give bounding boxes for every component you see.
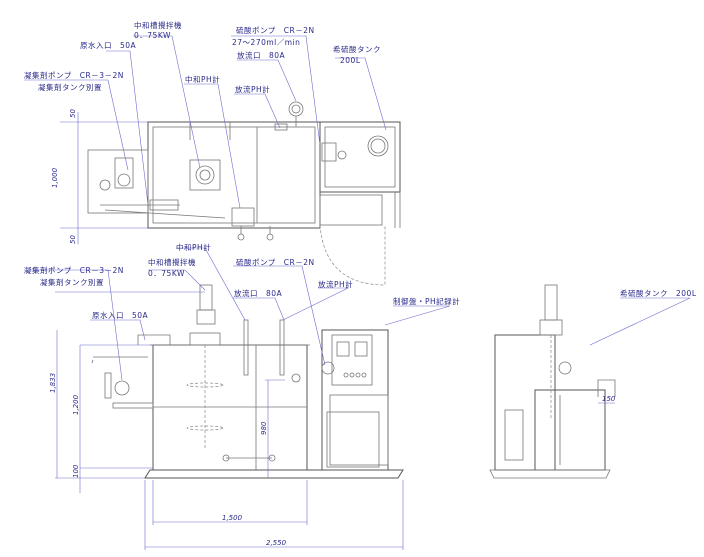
- plan-ph-meter: [231, 207, 255, 227]
- dim-plan-mid: 1,000: [51, 167, 59, 188]
- label-front-neutral-ph: 中和PH計: [176, 242, 211, 252]
- label-plan-acid-tank: 希硫酸タンク: [333, 44, 381, 54]
- label-plan-coag-tank: 凝集剤タンク別置: [38, 82, 102, 92]
- dim-base: 100: [72, 464, 80, 478]
- door-swing-arc: [319, 224, 386, 286]
- dim-plan-bottom: 50: [69, 235, 77, 244]
- plan-acid-tank: [319, 121, 401, 193]
- dim-total-width: 2,550: [266, 539, 287, 547]
- dim-total-height: 1,833: [49, 373, 57, 393]
- dim-tank-width: 1,500: [222, 514, 243, 522]
- label-front-control-panel: 制御盤・PH記録計: [393, 296, 460, 306]
- label-plan-acid-tank-cap: 200L: [340, 56, 361, 65]
- label-front-coag-pump: 凝集剤ポンプ CR－3－2N: [24, 265, 124, 275]
- label-front-coag-tank: 凝集剤タンク別置: [40, 277, 104, 287]
- label-side-acid-tank: 希硫酸タンク 200L: [620, 288, 697, 298]
- plan-mixer: [189, 159, 221, 191]
- front-base: [144, 469, 404, 479]
- dim-side-pipe: 150: [602, 395, 616, 403]
- dim-outlet-height: 980: [260, 421, 268, 435]
- label-front-discharge: 放流口 80A: [234, 288, 283, 298]
- label-plan-coag-pump: 凝集剤ポンプ CR－3－2N: [24, 70, 124, 80]
- front-mixer-motor: [199, 284, 213, 311]
- label-front-mixer-power: 0．75KW: [148, 269, 185, 278]
- front-view: 1,833 1,200 100 980 1,500 2,550 中和PH計 中和…: [24, 242, 460, 550]
- plan-discharge-outlet: [288, 101, 304, 117]
- label-front-mixer: 中和槽攪拌機: [148, 257, 196, 267]
- plan-coag-pump-area: [87, 149, 149, 214]
- label-plan-mixer-power: 0．75KW: [134, 31, 171, 40]
- label-plan-acid-pump: 硫酸ポンプ CR－2N: [236, 25, 315, 35]
- side-tank: [494, 334, 556, 471]
- label-plan-discharge-ph: 放流PH計: [235, 84, 270, 94]
- label-front-discharge-ph: 放流PH計: [318, 279, 353, 289]
- label-front-acid-pump: 硫酸ポンプ CR－2N: [236, 257, 315, 267]
- label-plan-discharge: 放流口 80A: [237, 50, 286, 60]
- dim-tank-height: 1,200: [72, 394, 80, 415]
- label-plan-neutral-ph: 中和PH計: [185, 74, 220, 84]
- label-front-raw-inlet: 原水入口 50A: [92, 310, 149, 320]
- label-plan-mixer: 中和槽攪拌機: [134, 20, 182, 30]
- side-acid-tank: [534, 389, 606, 471]
- plan-view: 50 1,000 50 中和槽攪拌機 0．75KW 原水入口 50A 凝集剤ポン…: [24, 20, 401, 286]
- dim-plan-top: 50: [69, 109, 77, 118]
- label-plan-raw-inlet: 原水入口 50A: [80, 40, 137, 50]
- side-view: 150 希硫酸タンク 200L: [489, 284, 697, 479]
- label-plan-acid-pump-rate: 27～270ml／min: [232, 38, 300, 47]
